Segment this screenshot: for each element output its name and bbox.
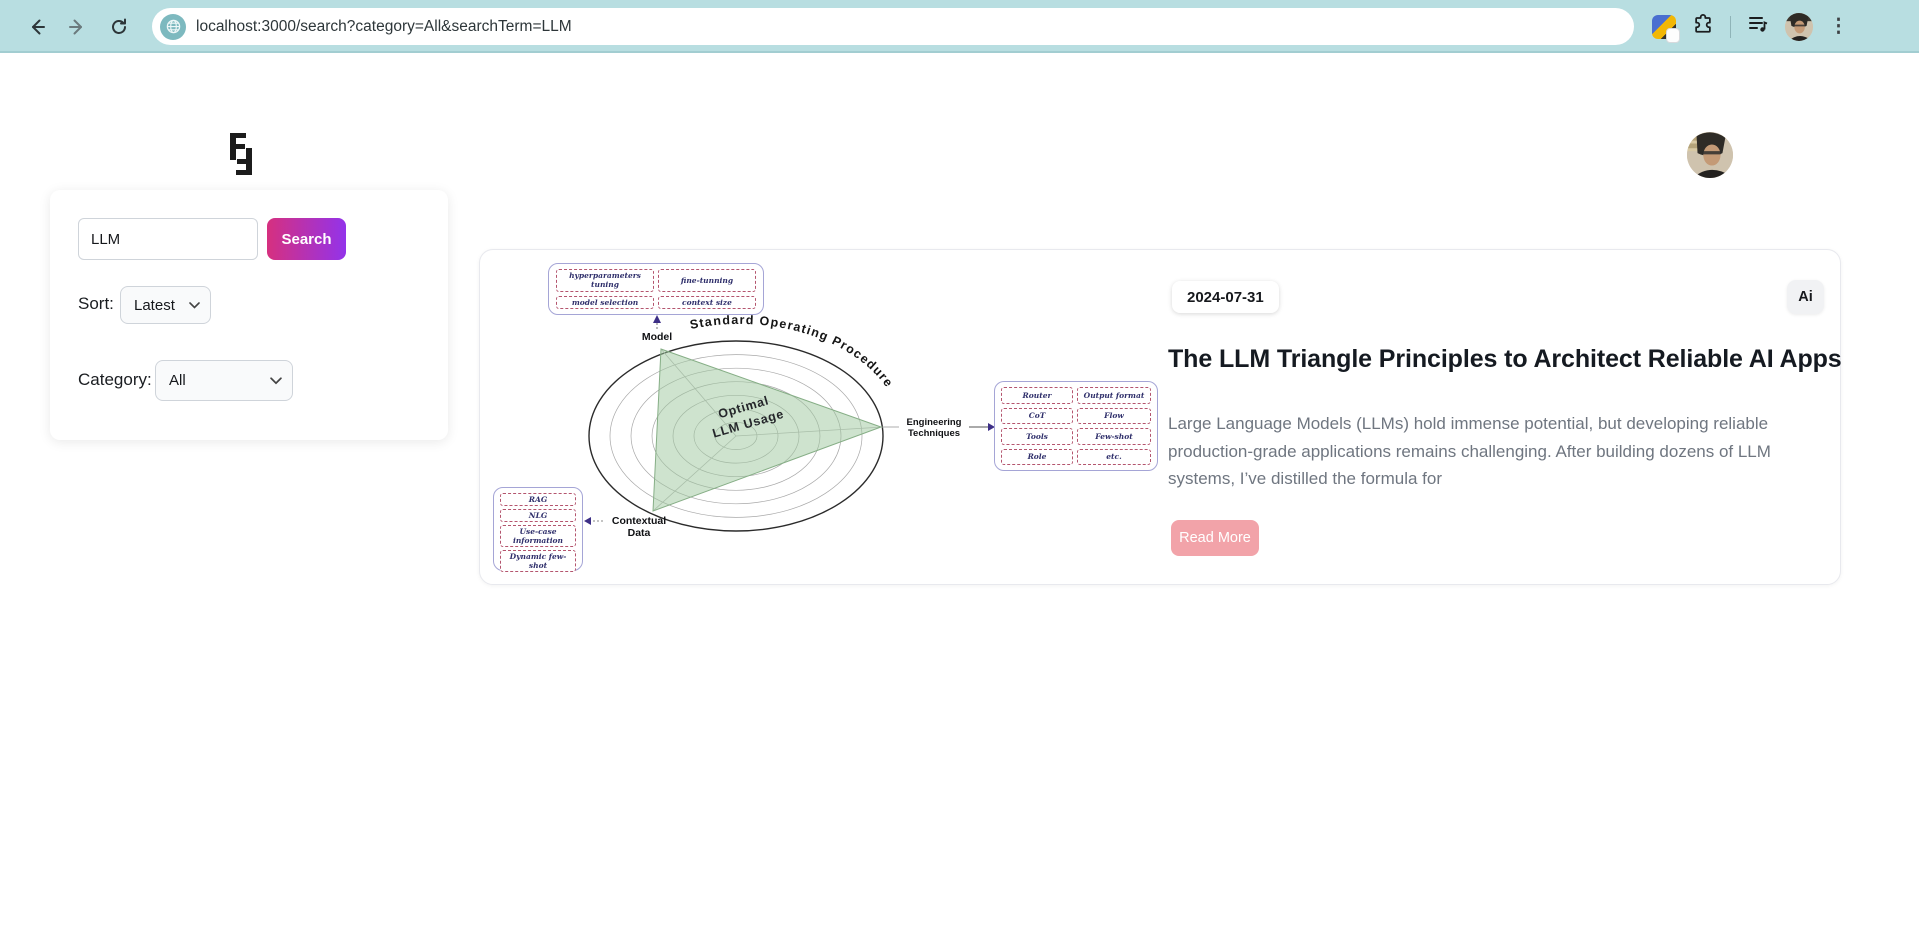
post-excerpt: Large Language Models (LLMs) hold immens… bbox=[1168, 414, 1771, 488]
post-thumbnail-diagram: Standard Operating Procedure hyperparame… bbox=[491, 253, 1171, 583]
diagram-chip: RAG bbox=[500, 493, 576, 506]
diagram-axis-contextual: Contextual Data bbox=[611, 515, 667, 540]
url-text: localhost:3000/search?category=All&searc… bbox=[196, 17, 572, 35]
diagram-chip: etc. bbox=[1077, 448, 1151, 465]
site-header bbox=[0, 55, 1919, 178]
profile-avatar[interactable] bbox=[1687, 132, 1733, 178]
search-button[interactable]: Search bbox=[267, 218, 346, 260]
sort-selected-value: Latest bbox=[134, 296, 175, 314]
address-bar[interactable]: localhost:3000/search?category=All&searc… bbox=[152, 8, 1634, 45]
diagram-chip: Use-case information bbox=[500, 525, 576, 547]
extensions-puzzle-icon[interactable] bbox=[1692, 13, 1714, 40]
diagram-chip: Router bbox=[1001, 387, 1073, 404]
toolbar-separator bbox=[1730, 15, 1731, 38]
post-title: The LLM Triangle Principles to Architect… bbox=[1168, 345, 1842, 373]
site-logo[interactable] bbox=[224, 133, 258, 175]
browser-profile-avatar[interactable] bbox=[1785, 12, 1813, 41]
browser-menu-icon[interactable]: ⋮ bbox=[1829, 16, 1848, 37]
forward-icon[interactable] bbox=[62, 12, 92, 42]
diagram-model-box: hyperparameters tuning fine-tunning mode… bbox=[548, 263, 764, 315]
post-card: Standard Operating Procedure hyperparame… bbox=[479, 249, 1842, 585]
diagram-chip: Few-shot bbox=[1077, 428, 1151, 445]
read-more-button[interactable]: Read More bbox=[1171, 520, 1259, 556]
diagram-chip: Output format bbox=[1077, 387, 1151, 404]
diagram-chip: Flow bbox=[1077, 407, 1151, 424]
diagram-engineering-box: Router CoT Tools Role Output format Flow… bbox=[994, 381, 1158, 471]
diagram-chip: Role bbox=[1001, 448, 1073, 465]
media-controls-icon[interactable] bbox=[1747, 13, 1769, 40]
diagram-chip: NLG bbox=[500, 509, 576, 522]
diagram-chip: fine-tunning bbox=[658, 269, 756, 292]
pinned-extension-icon[interactable] bbox=[1652, 14, 1680, 43]
sort-select[interactable]: Latest bbox=[120, 286, 211, 324]
diagram-chip: model selection bbox=[556, 295, 654, 309]
chevron-down-icon bbox=[189, 301, 200, 309]
reload-icon[interactable] bbox=[104, 12, 134, 42]
category-select[interactable]: All bbox=[155, 360, 293, 401]
search-input[interactable] bbox=[78, 218, 258, 260]
post-date-badge: 2024-07-31 bbox=[1172, 281, 1279, 313]
sort-label: Sort: bbox=[78, 294, 114, 313]
search-filter-panel: Search Sort: Latest Category: All bbox=[50, 190, 448, 440]
category-selected-value: All bbox=[169, 372, 186, 389]
diagram-chip: hyperparameters tuning bbox=[556, 269, 654, 292]
diagram-axis-model: Model bbox=[641, 331, 673, 343]
diagram-chip: Tools bbox=[1001, 428, 1073, 445]
chevron-down-icon bbox=[270, 376, 282, 384]
browser-toolbar: localhost:3000/search?category=All&searc… bbox=[0, 0, 1919, 53]
diagram-chip: CoT bbox=[1001, 407, 1073, 424]
category-label: Category: bbox=[78, 370, 152, 389]
diagram-chip: context size bbox=[658, 295, 756, 309]
back-icon[interactable] bbox=[22, 12, 52, 42]
diagram-contextual-box: RAG NLG Use-case information Dynamic few… bbox=[493, 487, 583, 572]
post-category-badge: Ai bbox=[1787, 280, 1824, 314]
site-info-globe-icon[interactable] bbox=[160, 13, 186, 40]
diagram-axis-engineering: Engineering Techniques bbox=[906, 417, 962, 440]
diagram-chip: Dynamic few-shot bbox=[500, 550, 576, 572]
